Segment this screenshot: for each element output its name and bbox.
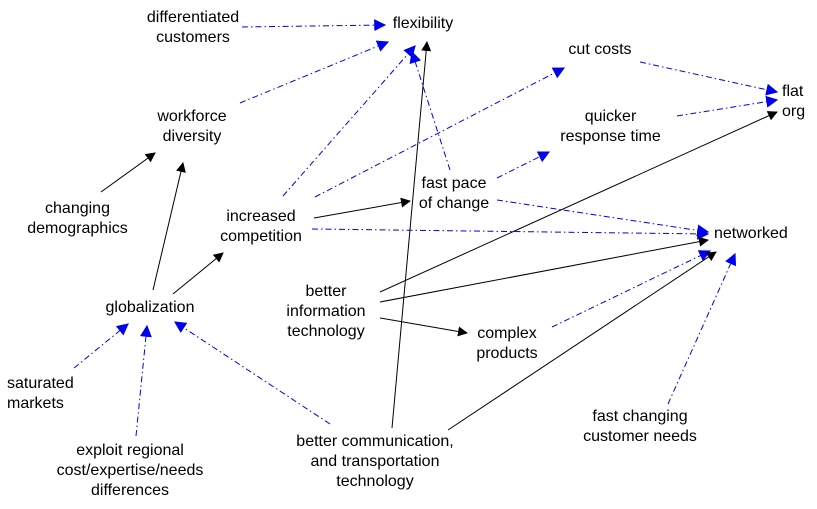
- node-exploit-regional: exploit regional cost/expertise/needs di…: [56, 442, 204, 499]
- node-quicker-response-time: quicker response time: [560, 108, 661, 145]
- node-fast-changing-customer-needs: fast changing customer needs: [583, 408, 697, 445]
- edge-globalization-to-workforce-diversity: [152, 162, 186, 291]
- node-cut-costs: cut costs: [568, 41, 632, 58]
- node-networked: networked: [714, 225, 788, 242]
- node-flexibility: flexibility: [392, 15, 454, 32]
- edge-better-communication-to-networked: [447, 251, 717, 431]
- node-increased-competition: increased competition: [220, 208, 302, 245]
- edge-globalization-to-increased-competition: [172, 252, 224, 295]
- node-better-information-technology: better information technology: [286, 283, 366, 340]
- node-complex-products: complex products: [476, 325, 538, 362]
- node-workforce-diversity: workforce diversity: [157, 108, 227, 145]
- edge-increased-competition-to-networked: [311, 227, 710, 240]
- edge-fast-pace-of-change-to-networked: [496, 199, 710, 237]
- edge-increased-competition-to-cut-costs: [314, 67, 566, 198]
- edge-better-information-technology-to-networked: [379, 236, 709, 303]
- node-globalization: globalization: [105, 299, 195, 316]
- edge-better-information-technology-to-flat-org: [379, 111, 778, 293]
- edge-exploit-regional-to-globalization: [135, 324, 152, 437]
- edge-cut-costs-to-flat-org: [639, 61, 779, 96]
- node-flat-org: flat org: [782, 83, 806, 120]
- edge-better-communication-to-flexibility: [391, 41, 432, 429]
- edge-saturated-markets-to-globalization: [73, 323, 129, 369]
- edge-increased-competition-to-fast-pace-of-change: [313, 197, 411, 219]
- edge-fast-pace-of-change-to-flexibility: [409, 50, 451, 171]
- edge-better-communication-to-globalization: [173, 321, 331, 425]
- edge-fast-changing-customer-needs-to-networked: [667, 252, 737, 405]
- node-differentiated-customers: differentiated customers: [146, 9, 240, 46]
- edge-workforce-diversity-to-flexibility: [239, 40, 390, 104]
- node-changing-demographics: changing demographics: [27, 200, 128, 237]
- edge-increased-competition-to-flexibility: [282, 45, 416, 197]
- edge-better-information-technology-to-complex-products: [379, 317, 468, 337]
- node-fast-pace-of-change: fast pace of change: [418, 175, 490, 212]
- edge-quicker-response-time-to-flat-org: [676, 95, 779, 117]
- edge-group: [73, 19, 779, 437]
- edge-complex-products-to-networked: [551, 250, 712, 328]
- node-better-communication: better communication, and transportation…: [296, 433, 454, 490]
- edge-differentiated-customers-to-flexibility: [241, 19, 387, 32]
- edge-fast-pace-of-change-to-quicker-response-time: [496, 151, 551, 179]
- node-saturated-markets: saturated markets: [7, 375, 74, 412]
- edge-changing-demographics-to-workforce-diversity: [100, 152, 156, 193]
